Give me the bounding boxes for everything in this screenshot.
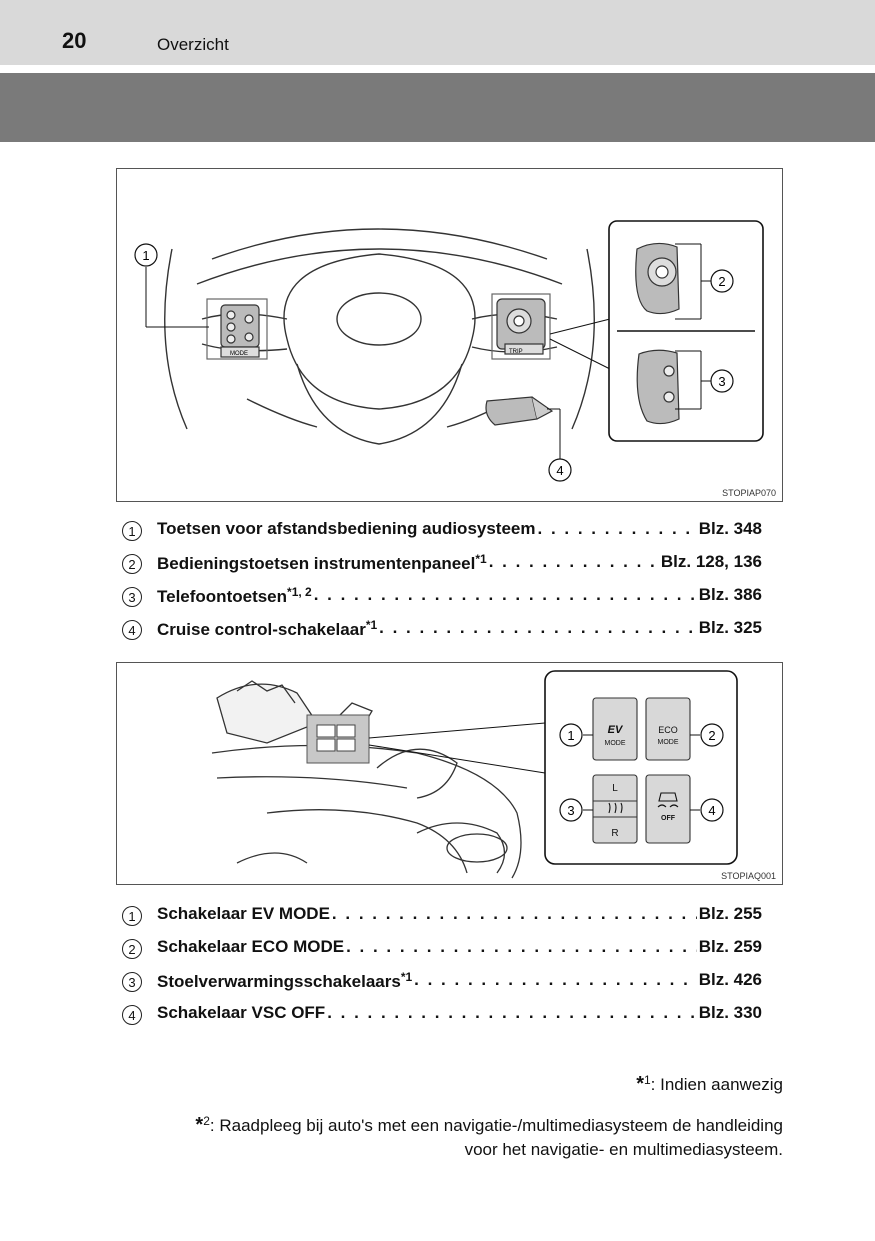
list-item: 4 Cruise control-schakelaar*1 . . . . . …: [122, 618, 762, 651]
page-reference: Blz. 128, 136: [660, 552, 762, 571]
leader-dots: . . . . . . . . . . . . . . . . . . . . …: [331, 904, 697, 923]
item-label: Schakelaar EV MODE: [157, 904, 330, 923]
page-reference: Blz. 259: [698, 937, 762, 956]
page-reference: Blz. 348: [698, 519, 762, 538]
footnote-2: *2: Raadpleeg bij auto's met een navigat…: [195, 1114, 783, 1159]
item-number: 2: [122, 939, 142, 959]
steering-wheel-figure: MODE TRIP: [116, 168, 783, 502]
leader-dots: . . . . . . . . . . . . . . . . . . . . …: [488, 552, 659, 571]
vsc-off-label: OFF: [661, 815, 676, 822]
ev-button-bottom: MODE: [605, 740, 626, 747]
item-number: 3: [122, 972, 142, 992]
callout-4: 4: [556, 463, 563, 478]
item-number: 4: [122, 1005, 142, 1025]
footnote-ref: *1, 2: [287, 585, 312, 599]
item-number: 1: [122, 521, 142, 541]
item-number: 4: [122, 620, 142, 640]
steering-wheel-illustration: MODE TRIP: [134, 220, 764, 482]
item-label: Bedieningstoetsen instrumentenpaneel*1: [157, 552, 487, 573]
footnote-ref: *1: [475, 552, 487, 566]
leader-dots: . . . . . . . . . . . . . . . . . . . . …: [537, 519, 697, 538]
callout-4: 4: [708, 803, 715, 818]
item-label: Schakelaar ECO MODE: [157, 937, 345, 956]
figure-code: STOPIAP070: [722, 488, 776, 498]
item-number: 2: [122, 554, 142, 574]
list-item: 1 Toetsen voor afstandsbediening audiosy…: [122, 519, 762, 552]
item-label: Schakelaar VSC OFF: [157, 1003, 326, 1022]
callout-2: 2: [708, 728, 715, 743]
list-item: 2 Schakelaar ECO MODE . . . . . . . . . …: [122, 937, 762, 970]
footnote-1: *1: Indien aanwezig: [636, 1073, 783, 1095]
leader-dots: . . . . . . . . . . . . . . . . . . . . …: [346, 937, 697, 956]
eco-button-bottom: MODE: [658, 739, 679, 746]
leader-dots: . . . . . . . . . . . . . . . . . . . . …: [379, 618, 697, 637]
page-reference: Blz. 255: [698, 904, 762, 923]
list-item: 4 Schakelaar VSC OFF . . . . . . . . . .…: [122, 1003, 762, 1036]
leader-dots: . . . . . . . . . . . . . . . . . . . . …: [327, 1003, 697, 1022]
item-number: 3: [122, 587, 142, 607]
item-label: Toetsen voor afstandsbediening audiosyst…: [157, 519, 536, 538]
header-bar: 20 Overzicht: [0, 0, 875, 65]
control-list-1: 1 Toetsen voor afstandsbediening audiosy…: [122, 519, 762, 651]
footnotes: *1: Indien aanwezig *2: Raadpleeg bij au…: [163, 1068, 783, 1174]
callout-4-circle: [548, 458, 572, 482]
list-item: 3 Telefoontoetsen*1, 2 . . . . . . . . .…: [122, 585, 762, 618]
list-item: 2 Bedieningstoetsen instrumentenpaneel*1…: [122, 552, 762, 585]
list-item: 3 Stoelverwarmingsschakelaars*1 . . . . …: [122, 970, 762, 1003]
skid-car-icon: [657, 792, 679, 808]
seat-heater-icon: [608, 802, 623, 814]
page-reference: Blz. 330: [698, 1003, 762, 1022]
ev-button-top: EV: [608, 724, 624, 736]
control-list-2: 1 Schakelaar EV MODE . . . . . . . . . .…: [122, 904, 762, 1036]
eco-button-top: ECO: [658, 725, 678, 735]
footnote-ref: *1: [400, 970, 413, 984]
callout-3: 3: [567, 803, 574, 818]
footnote-ref: *1: [365, 618, 378, 632]
item-label: Telefoontoetsen*1, 2: [157, 585, 312, 606]
callout-2-circle: [710, 269, 734, 293]
console-figure: EV MODE ECO MODE L R OFF: [116, 662, 783, 885]
page-reference: Blz. 426: [698, 970, 762, 989]
callout-1: 1: [567, 728, 574, 743]
console-illustration: EV MODE ECO MODE L R OFF: [211, 670, 738, 879]
seat-heater-right: R: [611, 828, 618, 839]
item-label: Stoelverwarmingsschakelaars*1: [157, 970, 413, 991]
page-reference: Blz. 325: [698, 618, 762, 637]
seat-heater-left: L: [612, 783, 618, 794]
page-reference: Blz. 386: [698, 585, 762, 604]
callout-1-circle: [134, 243, 158, 267]
callout-3-circle: [710, 369, 734, 393]
leader-dots: . . . . . . . . . . . . . . . . . . . . …: [313, 585, 697, 604]
callout-3: 3: [718, 374, 725, 389]
figure-code: STOPIAQ001: [721, 871, 776, 881]
chapter-band: [0, 73, 875, 142]
trip-switch-label: TRIP: [509, 349, 523, 355]
callout-1: 1: [142, 248, 149, 263]
callout-2: 2: [718, 274, 725, 289]
leader-dots: . . . . . . . . . . . . . . . . . . . . …: [414, 970, 697, 989]
section-title: Overzicht: [157, 35, 229, 54]
page-number: 20: [62, 28, 87, 53]
item-number: 1: [122, 906, 142, 926]
mode-switch-label: MODE: [230, 351, 248, 357]
list-item: 1 Schakelaar EV MODE . . . . . . . . . .…: [122, 904, 762, 937]
item-label: Cruise control-schakelaar*1: [157, 618, 378, 639]
